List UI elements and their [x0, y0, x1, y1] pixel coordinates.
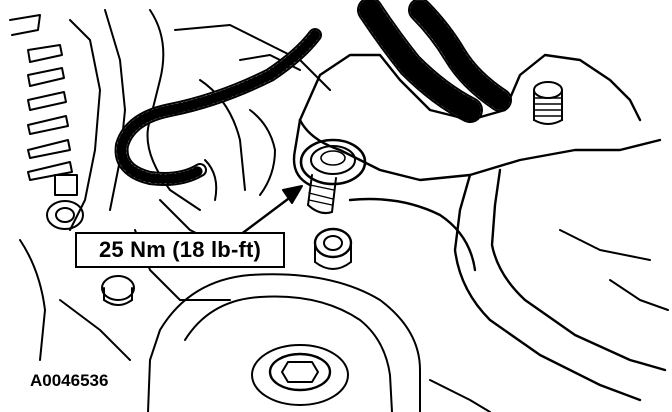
upper-left-bolt: [46, 174, 84, 230]
figure-id-label: A0046536: [30, 371, 109, 390]
callout-leader-arrow: [238, 185, 303, 237]
torque-callout-label: 25 Nm (18 lb-ft): [75, 232, 285, 268]
bracket-stud-bolt: [533, 81, 563, 125]
mounting-bracket: [292, 53, 667, 402]
engine-fins: [9, 9, 126, 231]
lower-engine-lines: [19, 229, 669, 412]
lower-left-bolt: [101, 275, 135, 306]
spacer-sleeve: [313, 227, 353, 270]
pulley: [147, 273, 421, 412]
wiring-harness-upper: [357, 0, 512, 123]
wiring-harness-loop: [114, 28, 322, 186]
target-bolt: [299, 138, 367, 215]
